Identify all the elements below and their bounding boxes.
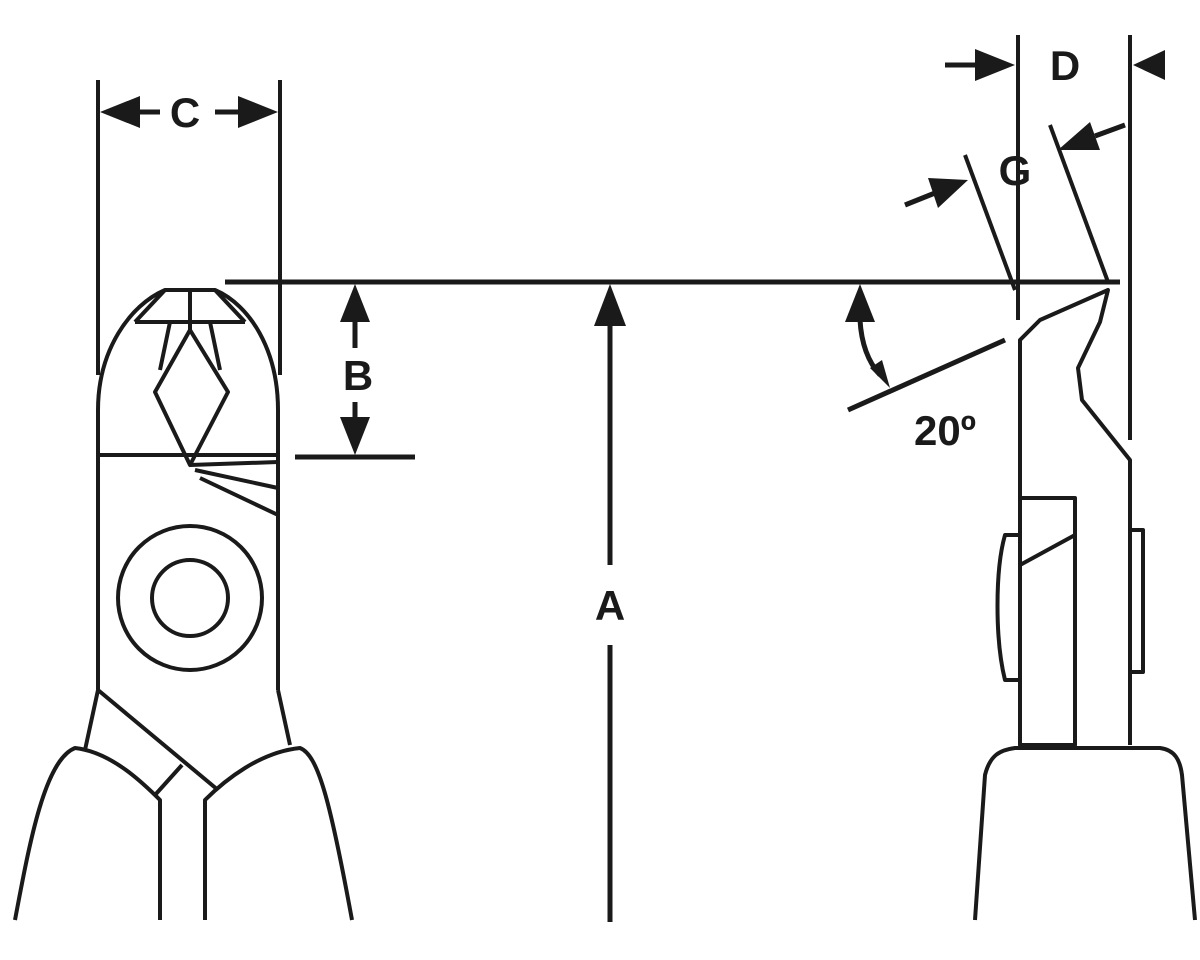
dimension-c: C [96, 80, 282, 375]
pliers-front-view [13, 288, 354, 921]
dimension-g: G [904, 122, 1126, 291]
dimension-d: D [945, 35, 1165, 440]
label-a: A [595, 582, 625, 629]
pliers-side-view [973, 288, 1197, 921]
label-angle: 20º [914, 407, 976, 454]
label-b: B [343, 352, 373, 399]
dimension-angle: 20º [845, 284, 1007, 454]
label-g: G [999, 147, 1032, 194]
label-c: C [170, 89, 200, 136]
label-d: D [1050, 42, 1080, 89]
dimension-b: B [295, 284, 415, 460]
dimension-a: A [594, 284, 626, 922]
